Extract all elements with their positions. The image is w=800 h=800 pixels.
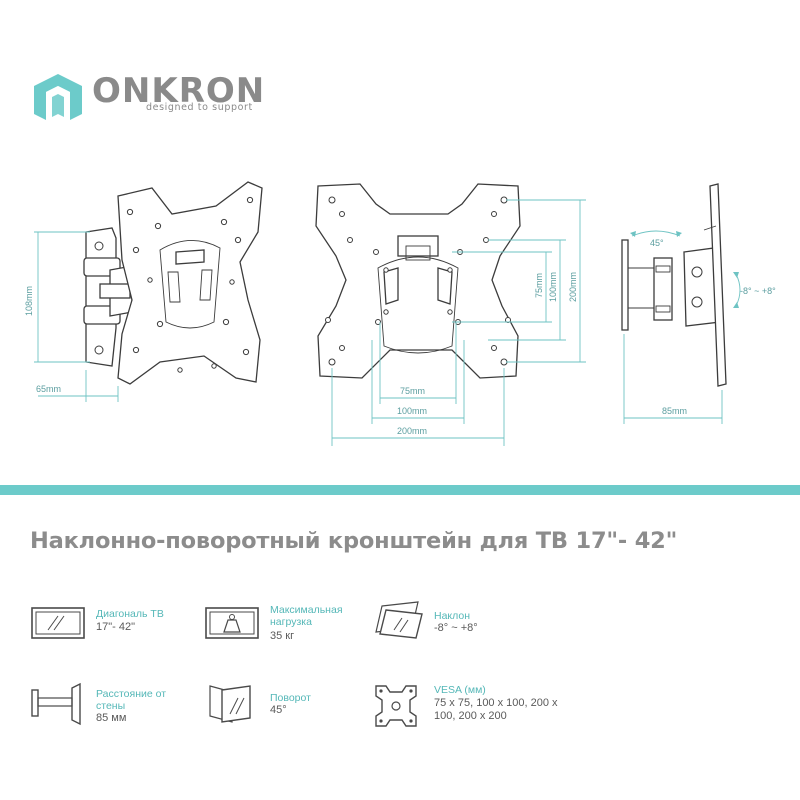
dim-swivel-45: 45°	[650, 238, 664, 248]
tilt-icon	[375, 601, 423, 639]
feature-tilt: Наклон -8° ~ +8°	[372, 600, 572, 650]
feature-vesa: VESA (мм) 75 x 75, 100 x 100, 200 x 100,…	[372, 682, 592, 732]
feature-value: 35 кг	[270, 630, 295, 642]
dim-vertical-100: 100mm	[548, 272, 558, 302]
feature-label: Поворот	[270, 692, 311, 704]
bracket-front-view	[315, 183, 586, 446]
dim-horizontal-200: 200mm	[397, 426, 427, 436]
dim-depth-85: 85mm	[662, 406, 687, 416]
feature-value: 17"- 42"	[96, 621, 135, 633]
feature-label: VESA (мм)	[434, 684, 486, 696]
feature-value: 75 x 75, 100 x 100, 200 x 100, 200 x 200	[434, 697, 558, 722]
feature-wall-distance: Расстояние от стены 85 мм	[30, 682, 200, 732]
feature-max-load: Максимальная нагрузка 35 кг	[204, 604, 364, 654]
weight-icon	[205, 607, 259, 639]
feature-label: Максимальная нагрузка	[270, 604, 343, 628]
dim-depth-65: 65mm	[36, 384, 61, 394]
feature-label: Расстояние от стены	[96, 688, 167, 712]
bracket-profile-view	[621, 183, 741, 424]
brand-tagline: designed to support	[146, 102, 253, 113]
dim-vertical-200: 200mm	[568, 272, 578, 302]
feature-value: 45°	[270, 704, 287, 716]
dim-horizontal-100: 100mm	[397, 406, 427, 416]
dim-horizontal-75: 75mm	[400, 386, 425, 396]
tv-screen-icon	[31, 607, 85, 639]
feature-tv-diagonal: Диагональ ТВ 17"- 42"	[30, 604, 190, 654]
wall-distance-icon	[31, 682, 81, 726]
feature-swivel: Поворот 45°	[204, 682, 364, 732]
bracket-perspective-view	[34, 181, 263, 402]
feature-label: Диагональ ТВ	[96, 608, 164, 620]
brand-logo	[30, 66, 86, 126]
feature-label: Наклон	[434, 610, 471, 622]
dim-tilt-range: -8° ~ +8°	[740, 286, 776, 296]
swivel-icon	[209, 685, 251, 723]
feature-value: 85 мм	[96, 712, 127, 724]
vesa-plate-icon	[375, 685, 417, 727]
feature-value: -8° ~ +8°	[434, 622, 478, 634]
onkron-logo-icon	[34, 74, 82, 120]
accent-band	[0, 485, 800, 495]
technical-drawing: 108mm 65mm	[24, 181, 776, 446]
dim-height-108: 108mm	[24, 286, 34, 316]
dim-vertical-75: 75mm	[534, 273, 544, 298]
product-title: Наклонно-поворотный кронштейн для ТВ 17"…	[30, 528, 678, 554]
brand-name: ONKRON	[92, 71, 266, 111]
